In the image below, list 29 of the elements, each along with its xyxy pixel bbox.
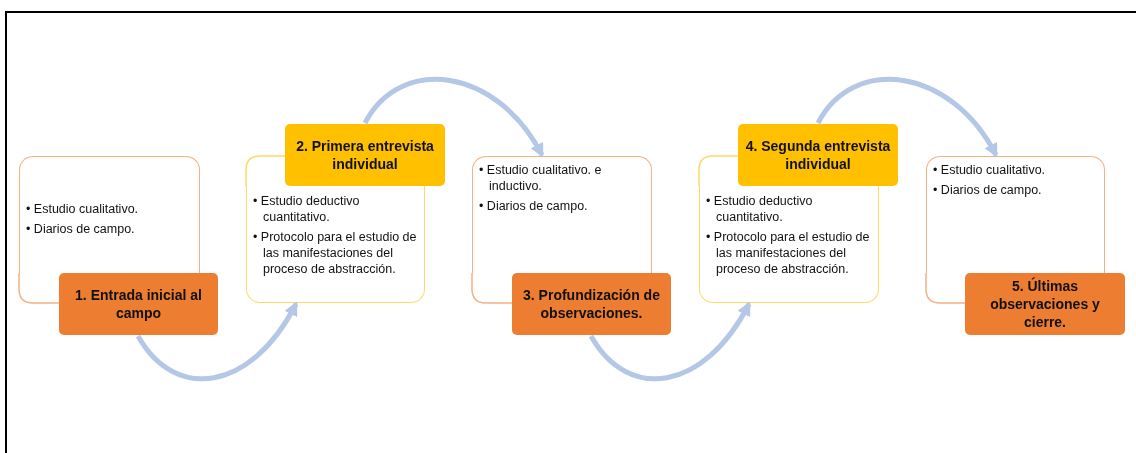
curved-arrow bbox=[135, 301, 299, 382]
notes-card bbox=[926, 156, 1105, 273]
bullet-item: • Estudio cualitativo. bbox=[26, 201, 140, 217]
step-box bbox=[285, 124, 445, 186]
curved-arrow bbox=[815, 76, 999, 158]
bullet-item: • Estudio cualitativo. e inductivo. bbox=[479, 162, 603, 194]
step-title: 2. Primera entrevista individual bbox=[295, 137, 435, 173]
step-title: 3. Profundización de observaciones. bbox=[522, 286, 661, 322]
bullet-item: • Estudio cualitativo. bbox=[933, 162, 1047, 178]
bullet-item: • Protocolo para el estudio de las manifestaciones del proceso de abstracción. bbox=[706, 229, 871, 277]
notes-card bbox=[19, 156, 200, 273]
notes-card bbox=[472, 156, 652, 273]
curved-arrow bbox=[362, 77, 545, 158]
step-box bbox=[738, 124, 898, 186]
bullet-item: • Protocolo para el estudio de las manifestaciones del proceso de abstracción. bbox=[253, 229, 418, 277]
bullet-item: • Diarios de campo. bbox=[479, 198, 589, 214]
notes-card bbox=[246, 186, 425, 303]
step-title: 1. Entrada inicial al campo bbox=[74, 286, 203, 322]
bullet-item: • Estudio deductivo cuantitativo. bbox=[253, 193, 361, 225]
step-title: 4. Segunda entrevista individual bbox=[744, 137, 892, 173]
step-box bbox=[59, 273, 218, 335]
notes-card bbox=[699, 186, 879, 303]
step-title: 5. Últimas observaciones y cierre. bbox=[989, 277, 1101, 331]
step-box bbox=[965, 273, 1125, 335]
bullet-item: • Diarios de campo. bbox=[26, 221, 136, 237]
bullet-item: • Diarios de campo. bbox=[933, 182, 1043, 198]
bullet-item: • Estudio deductivo cuantitativo. bbox=[706, 193, 814, 225]
curved-arrow bbox=[588, 301, 752, 382]
step-box bbox=[512, 273, 671, 335]
